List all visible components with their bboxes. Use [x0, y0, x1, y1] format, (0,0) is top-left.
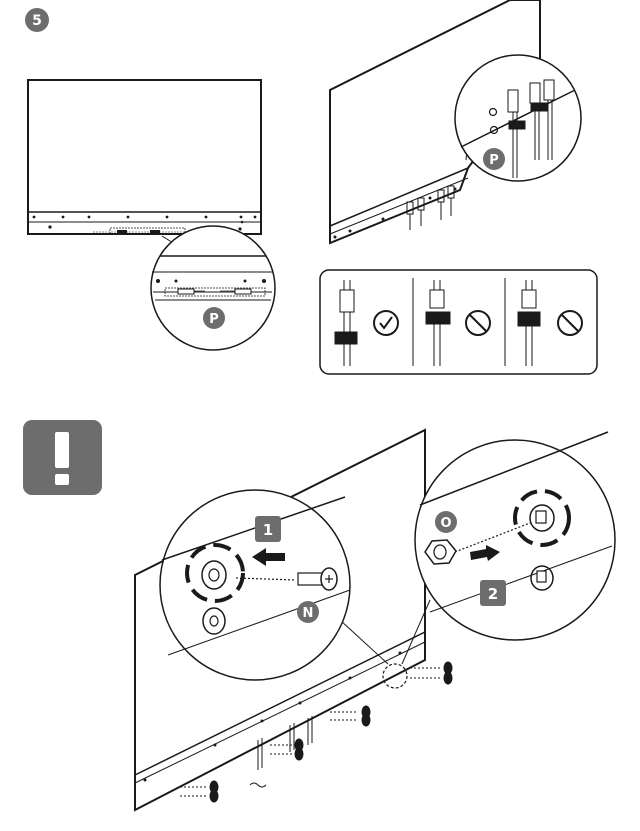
svg-text:1: 1: [263, 521, 273, 539]
nut-label-badge: O: [435, 511, 457, 533]
cable-label-badge-side: P: [483, 148, 505, 170]
screw-set: [180, 661, 453, 803]
svg-text:P: P: [489, 153, 499, 168]
step-number: 5: [32, 13, 42, 29]
svg-text:N: N: [303, 606, 314, 621]
cable-option-incorrect-2: [517, 280, 541, 366]
exclamation-icon: [23, 420, 102, 495]
cable-option-incorrect-1: [425, 280, 451, 366]
magnifier-screw-detail: [159, 489, 389, 681]
display-front-view: [27, 79, 262, 235]
step-badge: 5: [25, 8, 49, 32]
cable-label-badge-front: P: [203, 307, 225, 329]
magnifier-front-detail: [150, 225, 276, 351]
magnifier-nut-detail: [401, 431, 616, 665]
svg-text:P: P: [209, 312, 219, 327]
cable-option-correct: [334, 280, 358, 366]
svg-text:2: 2: [488, 585, 498, 603]
magnifier-side-detail: [454, 54, 582, 182]
step-2-badge: 2: [480, 580, 506, 606]
step-1-badge: 1: [255, 516, 281, 542]
screw-label-badge: N: [297, 601, 319, 623]
prohibited-icon: [465, 310, 491, 336]
cable-check-panel: [319, 269, 598, 375]
check-circle-icon: [373, 310, 399, 336]
svg-text:O: O: [440, 516, 451, 531]
prohibited-icon: [557, 310, 583, 336]
